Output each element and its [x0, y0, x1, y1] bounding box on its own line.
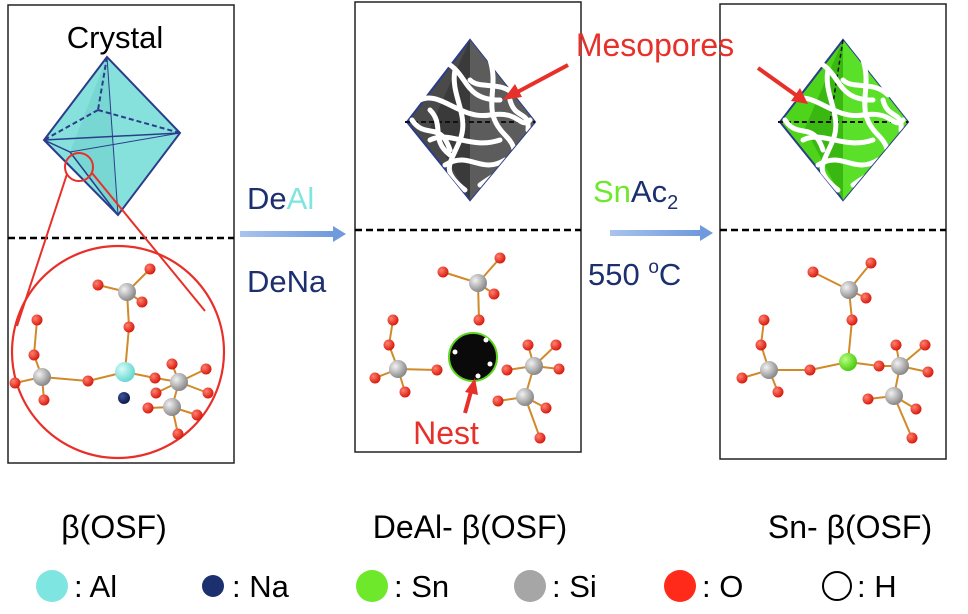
mesopores-label: Mesopores: [576, 27, 734, 63]
legend-label-sn: : Sn: [394, 569, 449, 604]
step2-arrow: [610, 225, 713, 241]
navy-dot-icon: [202, 575, 224, 597]
mesopores-callout: [503, 63, 808, 104]
legend-label-na: : Na: [232, 569, 290, 604]
legend-label-o: : O: [702, 569, 743, 604]
white-dot-icon: [822, 571, 852, 601]
step1-arrow: [240, 226, 346, 242]
step1-reagent-label: DeAl: [247, 181, 314, 216]
nest-arrow: [463, 378, 478, 414]
octahedron-mesoporous-green: [778, 38, 910, 202]
legend-label-si: : Si: [552, 569, 597, 604]
nest-vacancy: [448, 332, 498, 382]
nest-label: Nest: [413, 415, 479, 451]
legend-label-al: : Al: [74, 569, 117, 604]
panel-frame-1: [7, 4, 235, 464]
octahedron-mesoporous-gray: [405, 38, 537, 202]
legend-label-h: : H: [857, 569, 897, 604]
zoom-lens: [10, 152, 226, 460]
step2-condition-label: 550 oC: [588, 257, 681, 292]
panel-frame-3: [719, 3, 947, 460]
caption-sn-zeolite: Sn- β(OSF): [768, 509, 932, 545]
gray-dot-icon: [514, 570, 546, 602]
molecule-sn-site: [741, 262, 929, 439]
panel-frame-2: [354, 1, 582, 453]
red-dot-icon: [664, 570, 696, 602]
green-dot-icon: [356, 570, 388, 602]
caption-dealuminated-zeolite: DeAl- β(OSF): [373, 509, 567, 545]
octahedron-al: [42, 55, 182, 217]
caption-parent-zeolite: β(OSF): [61, 509, 167, 545]
legend: : Al : Na : Sn : Si : O : H: [36, 569, 897, 604]
atoms-sn-site: [736, 257, 934, 444]
atoms-al-site: [9, 263, 214, 440]
panel-title-crystal: Crystal: [67, 20, 163, 55]
cyan-dot-icon: [36, 570, 68, 602]
step1-treatment-label: DeNa: [247, 264, 327, 299]
step2-reagent-label: SnAc2: [593, 174, 678, 214]
atoms-nest-site: [369, 252, 565, 444]
